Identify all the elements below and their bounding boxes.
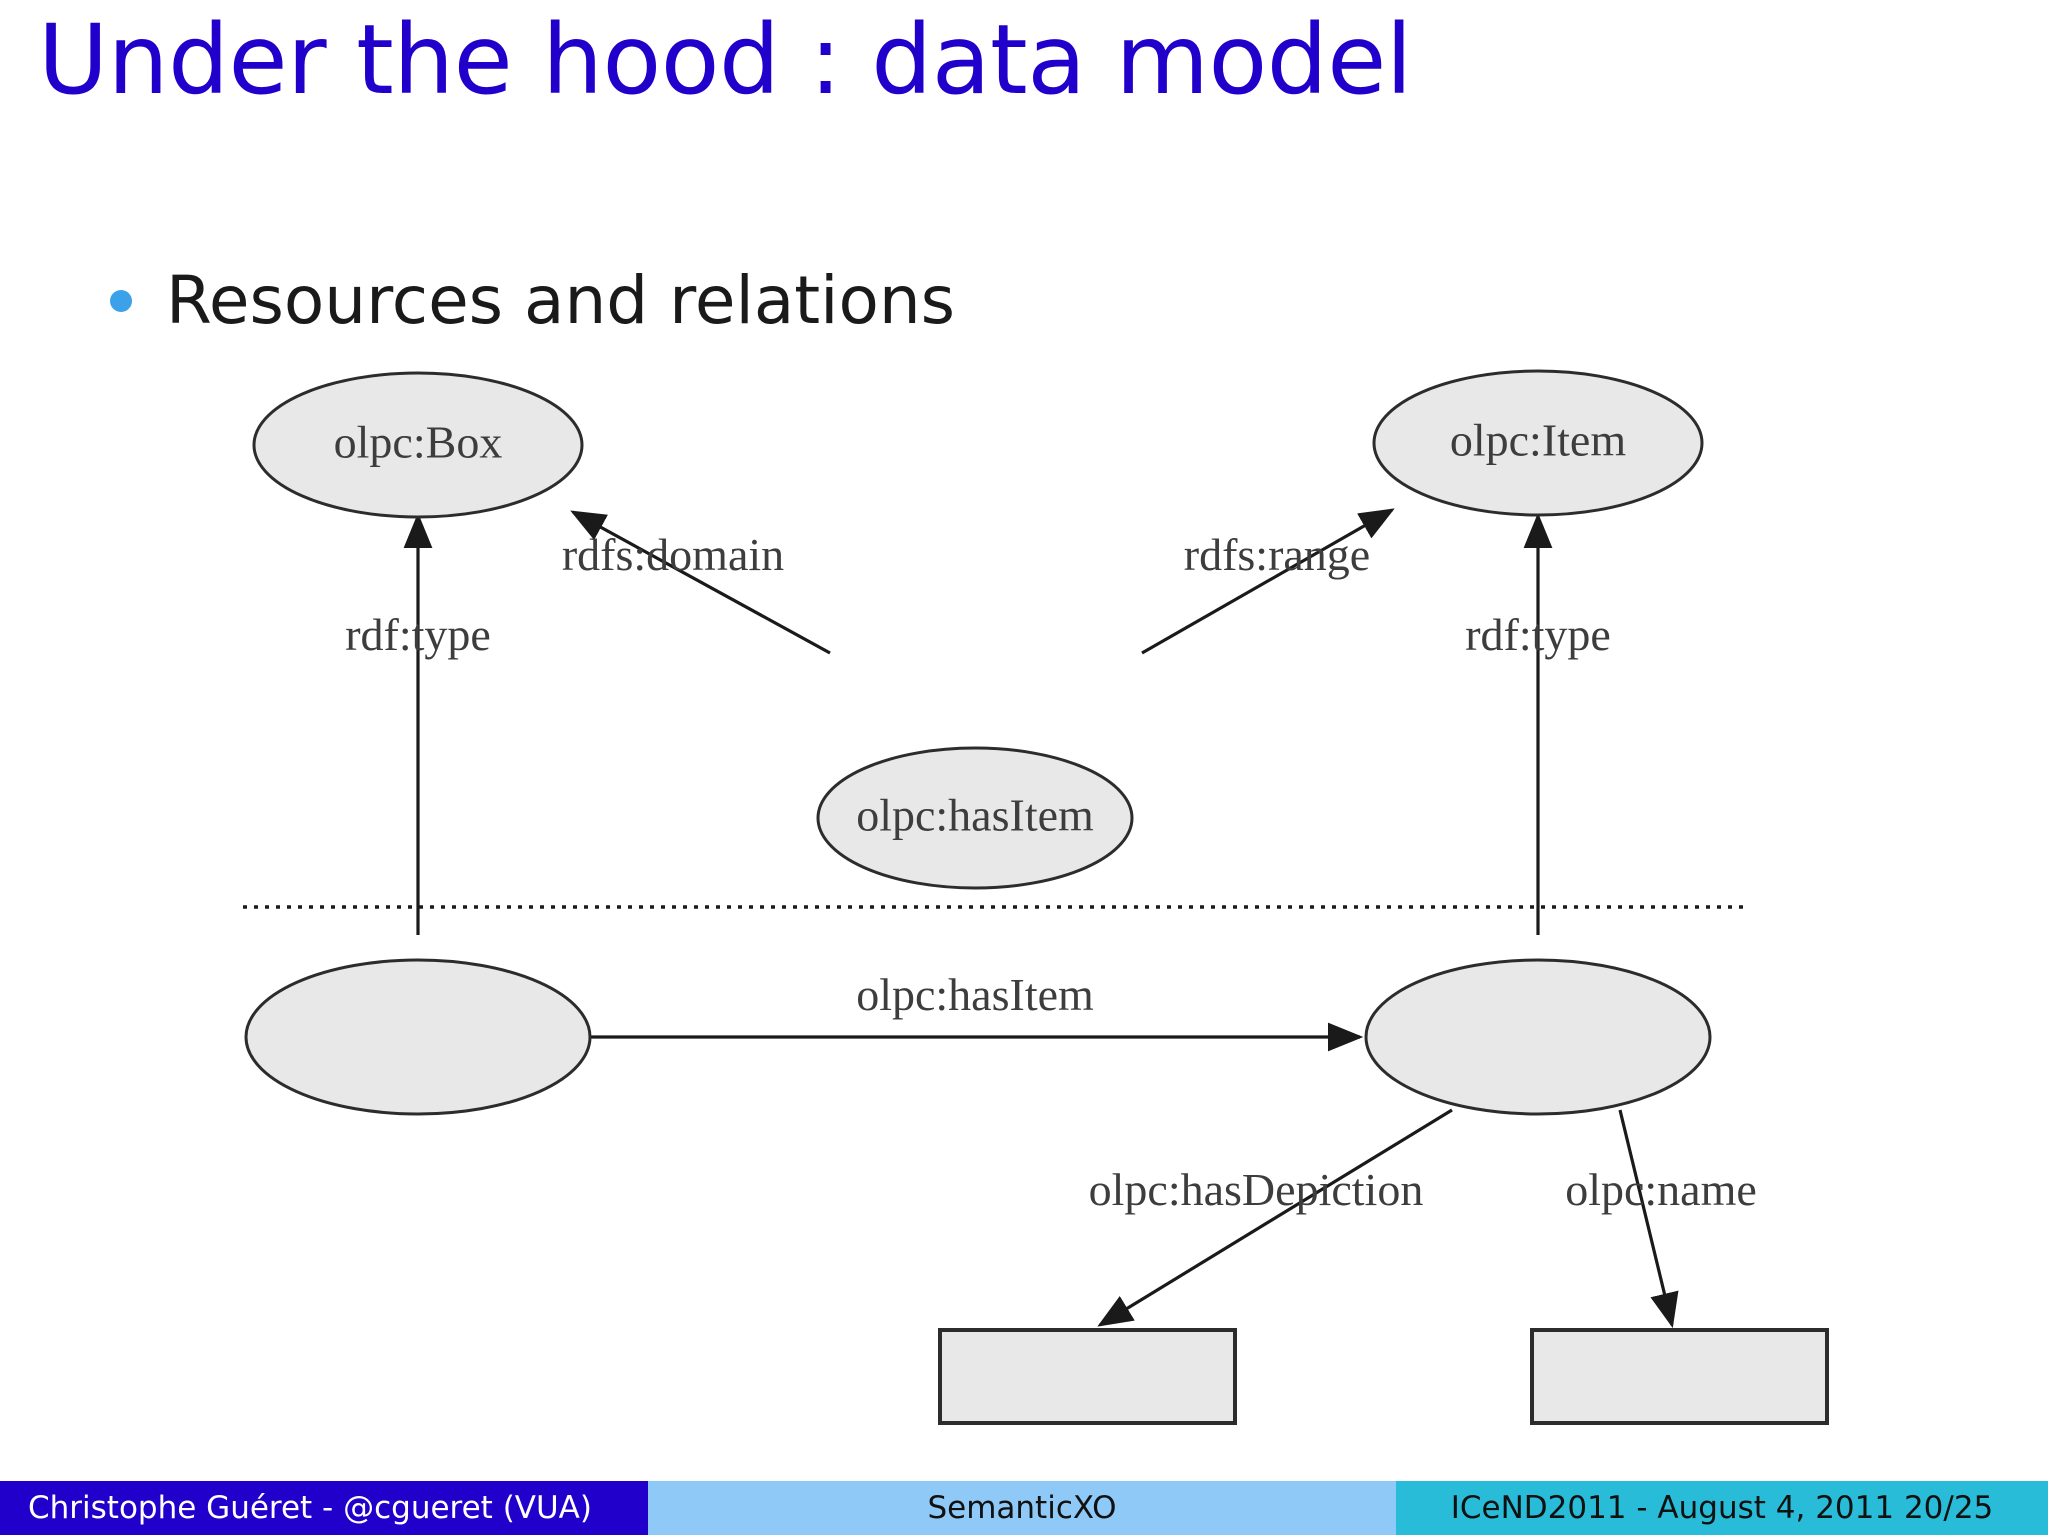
node-box-instance: [244, 958, 592, 1116]
footer-project: SemanticXO: [648, 1481, 1396, 1535]
node-olpc-hasitem-shape: [816, 746, 1134, 890]
footer-meta: ICeND2011 - August 4, 2011 20/25: [1396, 1481, 2048, 1535]
footer-author: Christophe Guéret - @cgueret (VUA): [0, 1481, 648, 1535]
node-olpc-box-shape: [252, 371, 584, 519]
node-olpc-box: olpc:Box: [252, 371, 584, 519]
bullet-dot-icon: [110, 290, 132, 312]
node-olpc-item: olpc:Item: [1372, 369, 1704, 517]
node-name-literal: [1530, 1328, 1829, 1425]
edge-label-rdf-type-right: rdf:type: [1465, 609, 1611, 660]
edge-rdfs-domain: [570, 510, 831, 655]
node-item-instance: [1364, 958, 1712, 1116]
edge-rdfs-range: [1141, 508, 1395, 655]
node-olpc-hasitem-property: olpc:hasItem: [816, 746, 1134, 890]
edge-label-has-depiction: olpc:hasDepiction: [1089, 1164, 1424, 1215]
node-depiction-literal: [938, 1328, 1237, 1425]
edge-name: [1618, 1109, 1679, 1329]
bullet-item: Resources and relations: [110, 268, 955, 334]
edge-label-name: olpc:name: [1565, 1164, 1757, 1215]
slide-footer: Christophe Guéret - @cgueret (VUA) Seman…: [0, 1481, 2048, 1535]
edge-label-rdfs-domain: rdfs:domain: [562, 529, 784, 580]
node-olpc-item-shape: [1372, 369, 1704, 517]
rdf-data-model-diagram: olpc:Box olpc:Item olpc:hasItem rdfs:dom…: [243, 369, 1829, 1425]
node-olpc-item-label: olpc:Item: [1450, 415, 1626, 466]
edge-has-depiction: [1097, 1108, 1453, 1327]
node-olpc-hasitem-label: olpc:hasItem: [856, 790, 1094, 841]
page-title: Under the hood : data model: [38, 4, 1412, 116]
edge-label-rdf-type-left: rdf:type: [345, 609, 491, 660]
edge-label-rdfs-range: rdfs:range: [1184, 529, 1370, 580]
edge-label-hasitem-instance: olpc:hasItem: [856, 969, 1094, 1020]
node-box-instance-shape: [244, 958, 592, 1116]
node-item-instance-shape: [1364, 958, 1712, 1116]
node-olpc-box-label: olpc:Box: [334, 417, 503, 468]
bullet-item-label: Resources and relations: [166, 262, 956, 339]
